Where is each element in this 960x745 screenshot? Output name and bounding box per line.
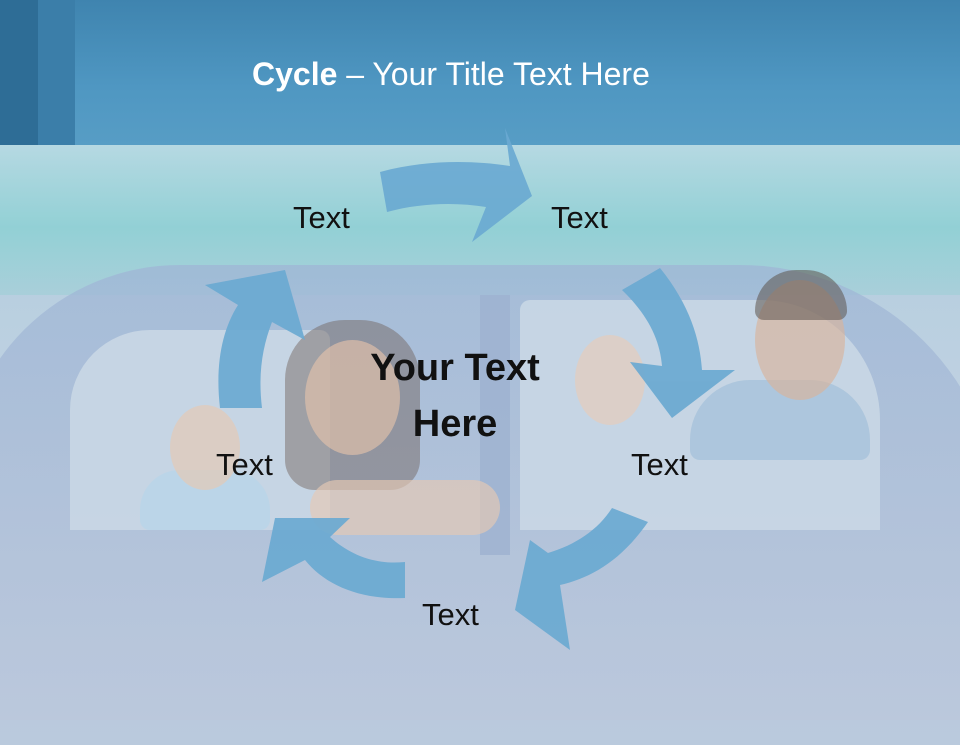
cycle-label-right: Text [631,447,688,482]
cycle-label-top-left: Text [293,200,350,235]
header-stripe [0,0,38,145]
cycle-arrow-left [205,270,305,408]
cycle-diagram [205,128,735,650]
cycle-label-bottom: Text [422,597,479,632]
title-bar [0,0,960,145]
cycle-label-top-right: Text [551,200,608,235]
cycle-arrow-bottom-right [515,508,648,650]
man-hair [755,270,847,320]
boy [170,405,240,490]
center-text-line2: Here [412,403,498,445]
center-text: Your Text Here [340,340,570,452]
cycle-arrow-right [622,268,735,418]
cycle-arrow-top [380,128,532,242]
slide-title: Cycle – Your Title Text Here [252,56,650,93]
woman [305,340,400,455]
cycle-arrow-bottom-left [262,518,405,599]
slide-title-bold: Cycle [252,56,338,92]
header-stripe [38,0,75,145]
girl [575,335,645,425]
slide-title-rest: – Your Title Text Here [337,56,650,92]
cycle-label-left: Text [216,447,273,482]
center-text-line1: Your Text [370,347,540,389]
